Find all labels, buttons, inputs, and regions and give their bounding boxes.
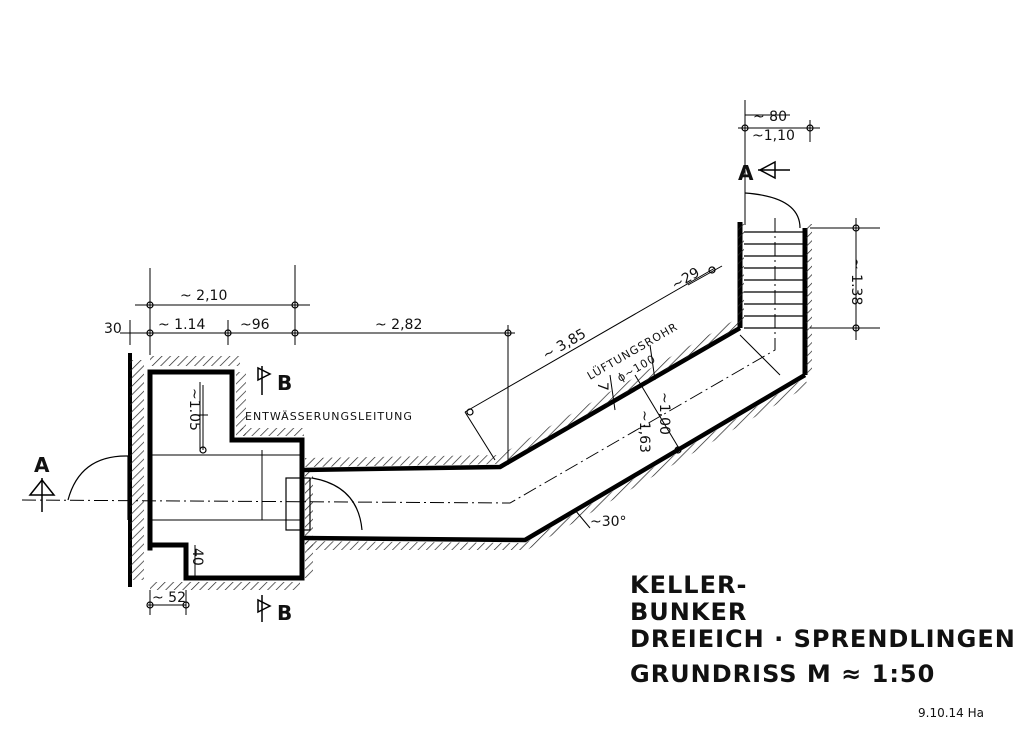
dim-282: ~ 2,82: [375, 317, 422, 333]
stair: [737, 192, 812, 375]
dim-114: ~ 1.14: [158, 317, 205, 333]
dim-30: 30: [104, 321, 122, 337]
drawing-date: 9.10.14 Ha: [918, 706, 984, 720]
dim-110: ~1,10: [752, 128, 795, 144]
section-markers: [28, 160, 790, 622]
angle-label: ~30°: [590, 514, 627, 530]
dim-163: ~1,63: [636, 410, 652, 453]
section-a-right: A: [738, 161, 754, 185]
drawing-title: KELLER- BUNKER DREIEICH · SPRENDLINGEN G…: [630, 572, 1016, 688]
door-swings: [67, 455, 363, 531]
dim-40: 40: [189, 548, 205, 566]
dimension-ticks: [146, 124, 860, 609]
dim-52: ~ 52: [152, 590, 186, 606]
title-line-1: KELLER-: [630, 571, 748, 599]
title-line-3: DREIEICH · SPRENDLINGEN: [630, 625, 1016, 653]
interior-lines: [150, 334, 781, 521]
dimension-lines: [120, 100, 880, 615]
dim-100: ~1,00: [656, 392, 672, 435]
dim-29: ~29: [669, 265, 703, 294]
drainage-label: ENTWÄSSERUNGSLEITUNG: [245, 410, 413, 423]
dim-105: ~1.05: [186, 388, 202, 431]
section-b-bottom: B: [277, 601, 292, 625]
section-a-left: A: [34, 453, 50, 477]
dim-80: ~ 80: [753, 109, 787, 125]
title-line-2: BUNKER: [630, 598, 748, 626]
room-hatching: [130, 356, 313, 590]
dim-96: ~96: [240, 317, 270, 333]
corridor-walls: [301, 326, 807, 543]
dim-210: ~ 2,10: [180, 288, 227, 304]
section-b-top: B: [277, 371, 292, 395]
title-line-4: GRUNDRISS M ≈ 1:50: [630, 660, 936, 688]
dim-138: ~ 1.38: [848, 258, 864, 305]
center-axis: [21, 215, 776, 504]
dim-7: 7: [594, 382, 610, 391]
